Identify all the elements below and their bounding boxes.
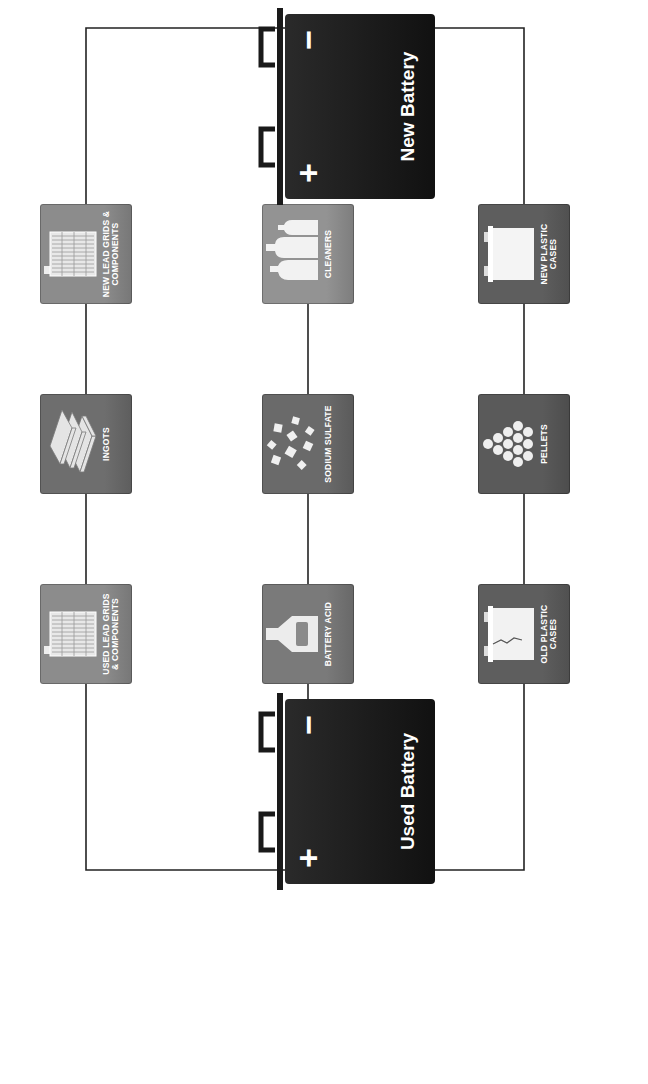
tile-label: NEW LEAD GRIDS & COMPONENTS (100, 209, 125, 299)
tile-icon (40, 204, 100, 304)
connector-line (86, 28, 285, 204)
battery-label: New Battery (397, 30, 419, 183)
tile-label: INGOTS (100, 399, 115, 489)
material-tile: OLD PLASTIC CASES (478, 584, 570, 684)
tile-icon (40, 584, 100, 684)
old-case-icon (478, 584, 538, 684)
connector-line (307, 494, 309, 584)
connector-line (435, 684, 524, 870)
tile-icon (262, 394, 322, 494)
tile-icon (262, 204, 322, 304)
acid-bottle-icon (262, 584, 322, 684)
tile-label: BATTERY ACID (322, 589, 337, 679)
lead-grid-icon (40, 204, 100, 304)
terminal-sign: − (291, 30, 325, 50)
sulfate-crystals-icon (262, 394, 322, 494)
pellets-icon (478, 394, 538, 494)
connector-line (523, 494, 525, 584)
material-tile: SODIUM SULFATE (262, 394, 354, 494)
tile-icon (478, 584, 538, 684)
terminal-sign: − (291, 715, 325, 735)
battery-terminals (253, 693, 287, 890)
new-case-icon (478, 204, 538, 304)
battery-box: +−New Battery (285, 14, 435, 199)
tile-label: NEW PLASTIC CASES (538, 209, 563, 299)
material-tile: NEW PLASTIC CASES (478, 204, 570, 304)
tile-icon (478, 204, 538, 304)
battery-box: +−Used Battery (285, 699, 435, 884)
ingots-icon (40, 394, 100, 494)
cleaner-bottles-icon (262, 204, 322, 304)
battery-terminals (253, 8, 287, 205)
connector-line (435, 28, 524, 204)
tile-icon (478, 394, 538, 494)
connector-line (307, 684, 309, 699)
material-tile: PELLETS (478, 394, 570, 494)
terminal-row: +− (291, 715, 325, 868)
terminal-row: +− (291, 30, 325, 183)
connector-line (85, 494, 87, 584)
tile-label: CLEANERS (322, 209, 337, 299)
terminal-sign: + (291, 163, 325, 183)
material-tile: NEW LEAD GRIDS & COMPONENTS (40, 204, 132, 304)
tile-label: USED LEAD GRIDS & COMPONENTS (100, 589, 125, 679)
connector-line (86, 684, 285, 870)
tile-label: SODIUM SULFATE (322, 399, 337, 489)
material-tile: BATTERY ACID (262, 584, 354, 684)
material-tile: INGOTS (40, 394, 132, 494)
lead-grid-icon (40, 584, 100, 684)
tile-icon (40, 394, 100, 494)
battery-label: Used Battery (397, 715, 419, 868)
tile-icon (262, 584, 322, 684)
material-tile: USED LEAD GRIDS & COMPONENTS (40, 584, 132, 684)
tile-label: OLD PLASTIC CASES (538, 589, 563, 679)
terminal-sign: + (291, 848, 325, 868)
connector-line (307, 304, 309, 394)
connector-line (85, 304, 87, 394)
connector-line (523, 304, 525, 394)
material-tile: CLEANERS (262, 204, 354, 304)
tile-label: PELLETS (538, 399, 553, 489)
